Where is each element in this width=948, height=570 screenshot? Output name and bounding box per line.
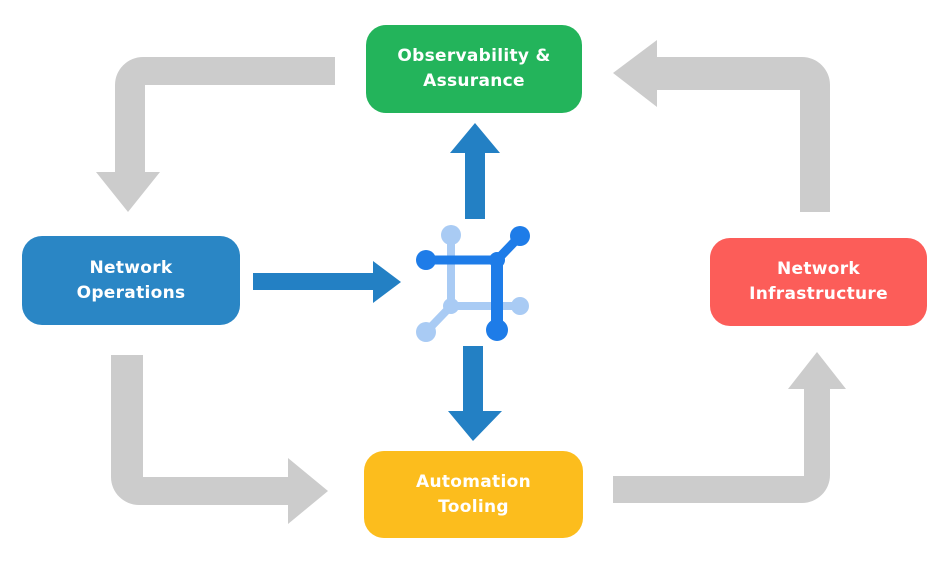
node-observability-label-line1: Observability & [397,46,551,66]
mesh-node-left [416,250,436,270]
node-network-operations: Network Operations [22,236,240,325]
node-observability-assurance: Observability & Assurance [366,25,582,113]
mesh-junction-bottom-left [443,298,459,314]
network-mesh-icon-dark-layer [416,226,530,341]
node-automation-label-line2: Tooling [438,496,509,517]
curved-arrow-infrastructure-to-observability [613,40,830,212]
network-mesh-icon-light-layer [416,225,529,342]
mesh-node-top-right [510,226,530,246]
node-observability-label-line2: Assurance [423,71,525,91]
network-mesh-icon [416,225,530,342]
mesh-junction-top-right [489,252,505,268]
mesh-node-bottom-left [416,322,436,342]
node-operations-label-line1: Network [89,257,173,278]
node-automation-tooling: Automation Tooling [364,451,583,538]
curved-arrow-observability-to-operations [96,57,335,212]
mesh-node-top [441,225,461,245]
node-infrastructure-label-line1: Network [776,259,861,279]
node-operations-label-line2: Operations [76,282,186,303]
blue-arrow-center-to-observability [450,123,500,219]
node-infrastructure-label-line2: Infrastructure [749,284,888,304]
blue-arrow-operations-to-center [253,261,401,303]
mesh-node-right [511,297,529,315]
mesh-node-bottom [486,319,508,341]
blue-arrow-center-to-automation [448,346,502,441]
node-automation-label-line1: Automation [416,471,531,492]
curved-arrow-automation-to-infrastructure [613,352,846,503]
curved-arrow-operations-to-automation [111,355,328,524]
node-network-infrastructure: Network Infrastructure [710,238,927,326]
